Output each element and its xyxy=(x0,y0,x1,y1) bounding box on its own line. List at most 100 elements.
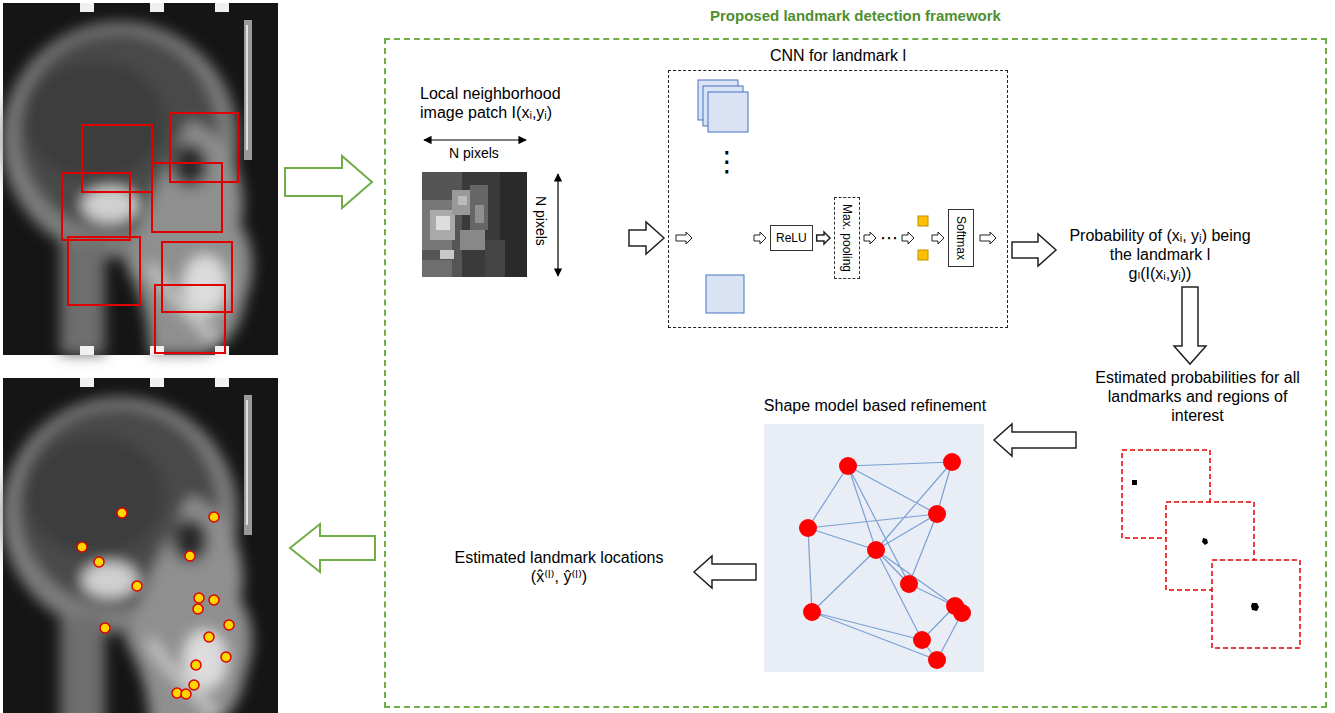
dimension-label: N pixels xyxy=(533,196,549,246)
roi-box xyxy=(68,237,140,305)
flow-arrow-small xyxy=(980,232,996,244)
ellipsis-mark: ⋯ xyxy=(880,228,898,249)
flow-arrow-small xyxy=(754,232,766,244)
landmark-dot xyxy=(209,512,219,522)
dimension-label-holder: N pixels xyxy=(533,196,549,246)
step-caption: Estimated probabilities for all landmark… xyxy=(1080,368,1315,425)
shape-model-point xyxy=(839,457,857,475)
cnn-block: CNN for landmark lReLUMax. poolingSoftma… xyxy=(668,70,1008,328)
patch-pixels xyxy=(485,240,505,277)
patch-pixels xyxy=(440,250,454,259)
framework-title: Proposed landmark detection framework xyxy=(386,6,1325,25)
landmark-dot xyxy=(189,680,199,690)
patch-pixels xyxy=(436,216,450,230)
dimension-label-holder: N pixels xyxy=(449,145,499,161)
flow-arrow-small xyxy=(932,232,944,244)
shape-model-point xyxy=(928,505,946,523)
probability-blob xyxy=(1251,603,1259,611)
roi-box xyxy=(62,173,130,240)
ellipsis-mark-holder: ⋮ xyxy=(713,146,741,178)
flow-arrow-small xyxy=(864,232,876,244)
roi-box xyxy=(170,113,238,182)
shape-model-point xyxy=(953,604,971,622)
output-text: (x̂⁽ˡ⁾, ŷ⁽ˡ⁾) xyxy=(428,567,690,586)
shape-model-point xyxy=(913,631,931,649)
probability-maps: Estimated probabilities for all landmark… xyxy=(1080,368,1315,652)
xray-input xyxy=(2,3,278,355)
shape-model-ground xyxy=(764,424,984,672)
roi-box xyxy=(162,242,232,312)
patch-pixels xyxy=(470,185,488,230)
dimension-arrow xyxy=(557,174,558,276)
flow-arrow xyxy=(1174,287,1206,364)
flow-arrow xyxy=(629,222,664,254)
output-unit xyxy=(918,216,928,226)
landmark-dot xyxy=(117,508,127,518)
probability-blob xyxy=(1202,538,1208,545)
flow-arrow-small xyxy=(902,232,914,244)
patch-pixels xyxy=(422,172,527,277)
patch-pixels xyxy=(422,172,462,277)
xray-output xyxy=(2,378,278,713)
output-text: Estimated landmark locations xyxy=(428,548,690,567)
patch-caption: Local neighborhood image patch I(xᵢ,yᵢ) xyxy=(418,84,580,122)
step-caption: Shape model based refinement xyxy=(760,396,990,415)
landmark-dot xyxy=(191,660,201,670)
landmark-dot xyxy=(221,652,231,662)
flow-arrow-small xyxy=(676,232,692,244)
layer-label: ReLU xyxy=(776,230,807,246)
input-arrow xyxy=(285,156,372,208)
landmark-dot xyxy=(209,595,219,605)
pooling-layer: Max. pooling xyxy=(834,197,860,279)
patch-pixels xyxy=(422,260,452,277)
shape-model-edges xyxy=(808,462,962,660)
patch-pixels xyxy=(430,210,455,240)
landmark-dot xyxy=(185,551,195,561)
flow-arrow xyxy=(694,556,756,588)
probability-output: Probability of (xᵢ, yᵢ) being the landma… xyxy=(1060,226,1260,283)
roi-box xyxy=(152,163,222,232)
layer-label: Softmax xyxy=(953,216,969,260)
landmark-dot xyxy=(224,620,234,630)
feature-map xyxy=(708,92,748,132)
landmark-dot xyxy=(100,623,110,633)
landmark-dot xyxy=(194,593,204,603)
softmax-layer: Softmax xyxy=(948,209,974,267)
flow-arrow xyxy=(1012,234,1056,266)
relu-layer: ReLU xyxy=(770,225,813,251)
ellipsis-mark: ⋮ xyxy=(713,146,741,178)
patch-pixels xyxy=(458,196,467,205)
patch-pixels xyxy=(452,190,472,215)
landmark-dot xyxy=(132,581,142,591)
landmark-output: Estimated landmark locations(x̂⁽ˡ⁾, ŷ⁽ˡ… xyxy=(428,548,690,586)
image-patch: Local neighborhood image patch I(xᵢ,yᵢ) xyxy=(418,84,625,294)
flow-arrow xyxy=(817,232,830,244)
dimension-label: N pixels xyxy=(449,145,499,161)
patch-pixels xyxy=(475,205,484,223)
ellipsis-mark-holder: ⋯ xyxy=(880,228,898,249)
flow-arrow xyxy=(994,424,1076,456)
roi-box xyxy=(155,285,225,353)
shape-model-point xyxy=(943,453,961,471)
shape-model-point xyxy=(799,519,817,537)
landmark-dot xyxy=(204,632,214,642)
shape-model-point xyxy=(803,603,821,621)
output-arrow xyxy=(290,524,375,572)
probability-map xyxy=(1212,560,1300,648)
cnn-title: CNN for landmark l xyxy=(669,46,1007,65)
probability-blob xyxy=(1132,480,1137,485)
dimension-arrow xyxy=(424,139,526,140)
patch-pixels xyxy=(422,200,452,250)
shape-model-point xyxy=(867,541,885,559)
layer-label: Max. pooling xyxy=(839,204,855,272)
output-text: Probability of (xᵢ, yᵢ) being the landma… xyxy=(1060,226,1260,264)
shape-model-point xyxy=(928,651,946,669)
roi-box xyxy=(82,125,152,192)
landmark-dot xyxy=(94,557,104,567)
landmark-dot xyxy=(181,689,191,699)
shape-model: Shape model based refinement xyxy=(760,396,990,676)
shape-model-point xyxy=(900,575,918,593)
landmark-dot xyxy=(77,542,87,552)
output-text: gₗ(I(xᵢ,yᵢ)) xyxy=(1060,264,1260,283)
